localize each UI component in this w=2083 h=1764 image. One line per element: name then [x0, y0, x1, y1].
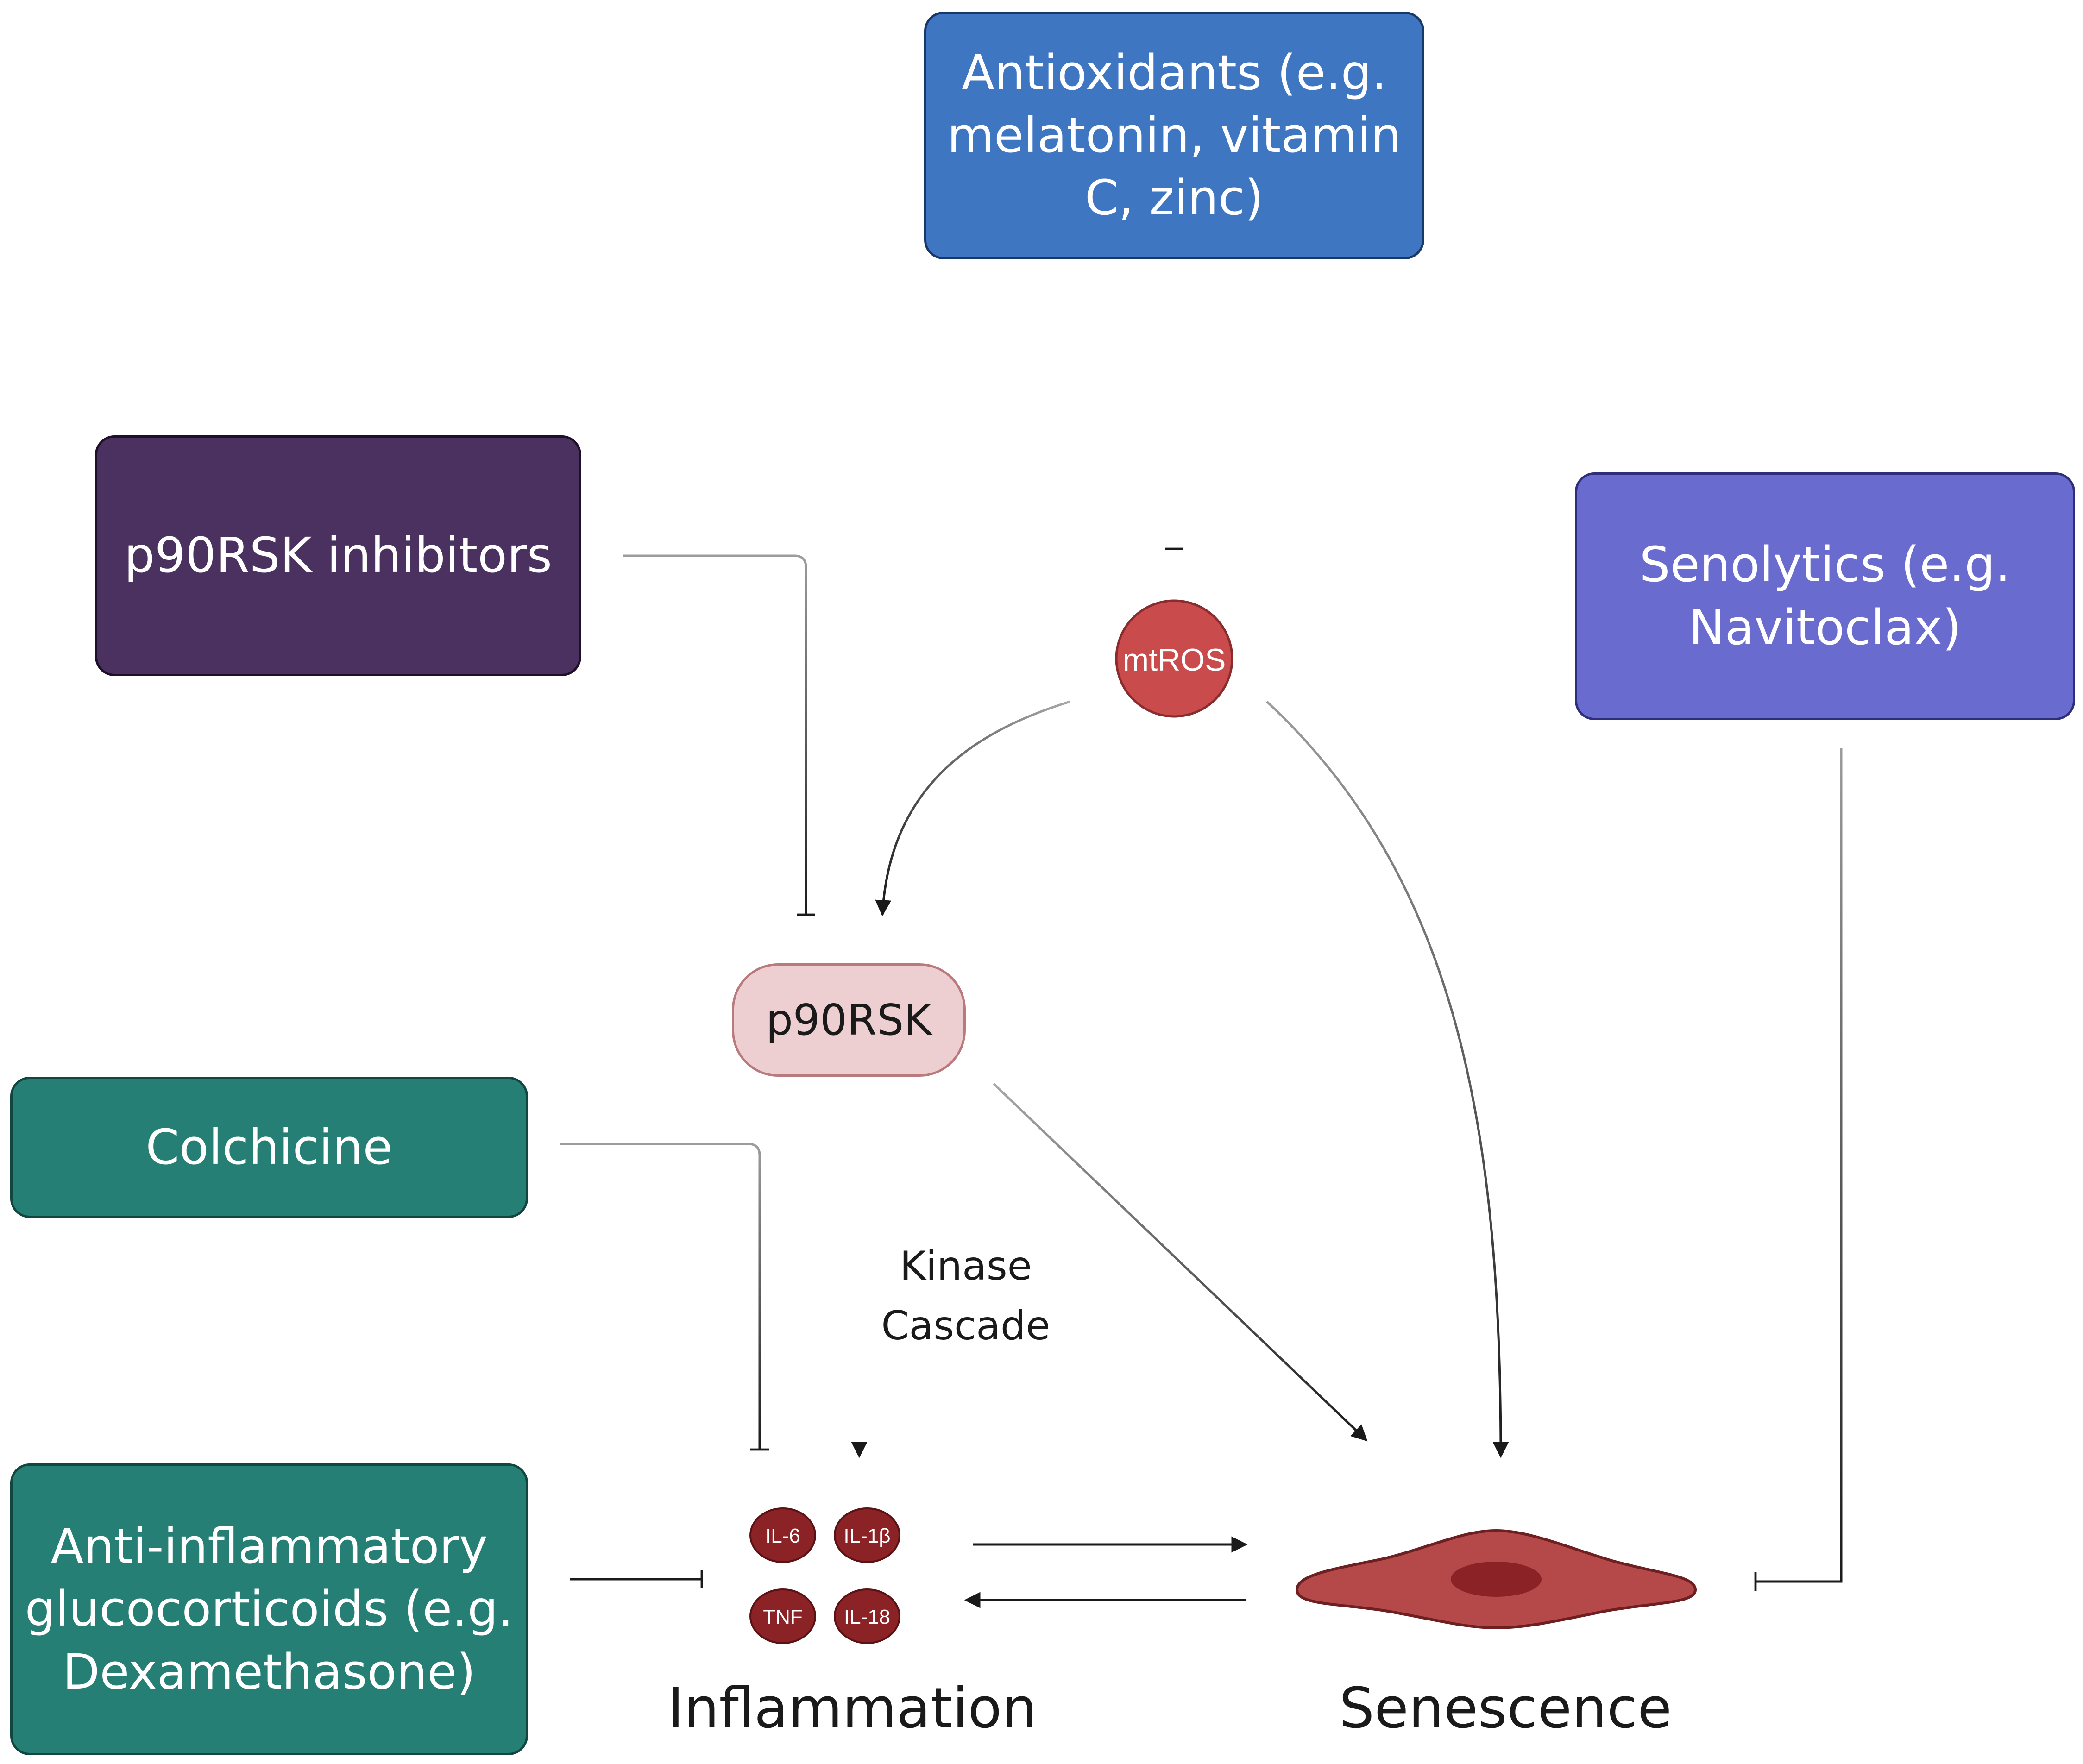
- mtros-to-senescence-arrow: [1266, 701, 1509, 1458]
- mtros-node: mtROS: [1115, 599, 1233, 718]
- colchicine-box: Colchicine: [10, 1077, 528, 1218]
- mtros-to-p90rsk-arrow: [875, 700, 1070, 917]
- anti-inflammatory-line-2: glucocorticoids (e.g.: [25, 1581, 514, 1638]
- p90rsk-to-senescence-arrow: [993, 1083, 1368, 1442]
- inflammation-label: Inflammation: [667, 1676, 1037, 1741]
- p90rsk-node: p90RSK: [732, 963, 966, 1077]
- senolytics-line-1: Senolytics (e.g.: [1639, 536, 2011, 593]
- senolytics-inhibit-senescence: [1754, 748, 1843, 1591]
- antioxidants-line-1: Antioxidants (e.g.: [962, 44, 1387, 101]
- senescence-label: Senescence: [1339, 1676, 1672, 1741]
- cytokine-il18: IL-18: [834, 1588, 900, 1644]
- colchicine-label: Colchicine: [145, 1118, 393, 1175]
- p90rsk-label: p90RSK: [766, 995, 932, 1045]
- antioxidants-line-2: melatonin, vitamin: [947, 107, 1402, 163]
- cytokine-tnf: TNF: [749, 1588, 816, 1644]
- il6-label: IL-6: [765, 1525, 800, 1547]
- senolytics-box: Senolytics (e.g. Navitoclax): [1575, 472, 2075, 720]
- kinase-line-1: Kinase: [900, 1243, 1032, 1289]
- cytokine-cluster: IL-6 IL-1β TNF IL-18: [749, 1507, 900, 1644]
- colchicine-inhibit-inflammation: [560, 1143, 769, 1451]
- antioxidants-line-3: C, zinc): [1085, 169, 1264, 226]
- kinase-cascade-label: Kinase Cascade: [857, 1237, 1075, 1356]
- anti-inflammatory-box: Anti-inflammatory glucocorticoids (e.g. …: [10, 1463, 528, 1755]
- p90rsk-inhibitors-box: p90RSK inhibitors: [95, 435, 581, 676]
- anti-inflammatory-line-3: Dexamethasone): [63, 1643, 476, 1700]
- senolytics-line-2: Navitoclax): [1688, 599, 1962, 656]
- kinase-line-2: Cascade: [881, 1303, 1051, 1349]
- il18-label: IL-18: [844, 1606, 890, 1628]
- antioxidants-box: Antioxidants (e.g. melatonin, vitamin C,…: [924, 12, 1424, 259]
- anti-inflammatory-line-1: Anti-inflammatory: [50, 1518, 488, 1575]
- cytokine-il1b: IL-1β: [834, 1507, 900, 1563]
- cell-nucleus: [1451, 1562, 1542, 1597]
- senescent-cell-icon: [1295, 1529, 1697, 1630]
- cytokine-il6: IL-6: [749, 1507, 816, 1563]
- p90rsk-inhibitors-inhibit-p90rsk: [623, 554, 815, 916]
- il1b-label: IL-1β: [843, 1525, 890, 1547]
- tnf-label: TNF: [763, 1606, 803, 1628]
- mtros-label: mtROS: [1123, 642, 1226, 678]
- p90rsk-inhibitors-label: p90RSK inhibitors: [124, 527, 552, 584]
